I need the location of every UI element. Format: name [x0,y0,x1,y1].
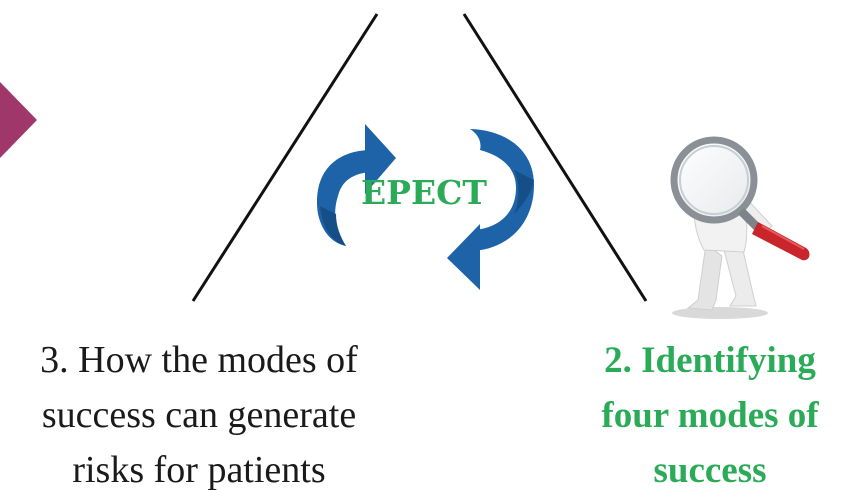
chevron-right-icon[interactable] [0,82,37,158]
triangle-left-edge [191,13,379,302]
triangle-right-edge [462,13,648,302]
right-caption: 2. Identifying four modes of success [601,340,819,490]
cycle-label: EPECT [361,173,487,212]
left-caption: 3. How the modes of success can generate… [40,339,358,490]
person-with-magnifying-glass-icon [670,136,810,319]
circular-arrows-icon [317,124,534,290]
